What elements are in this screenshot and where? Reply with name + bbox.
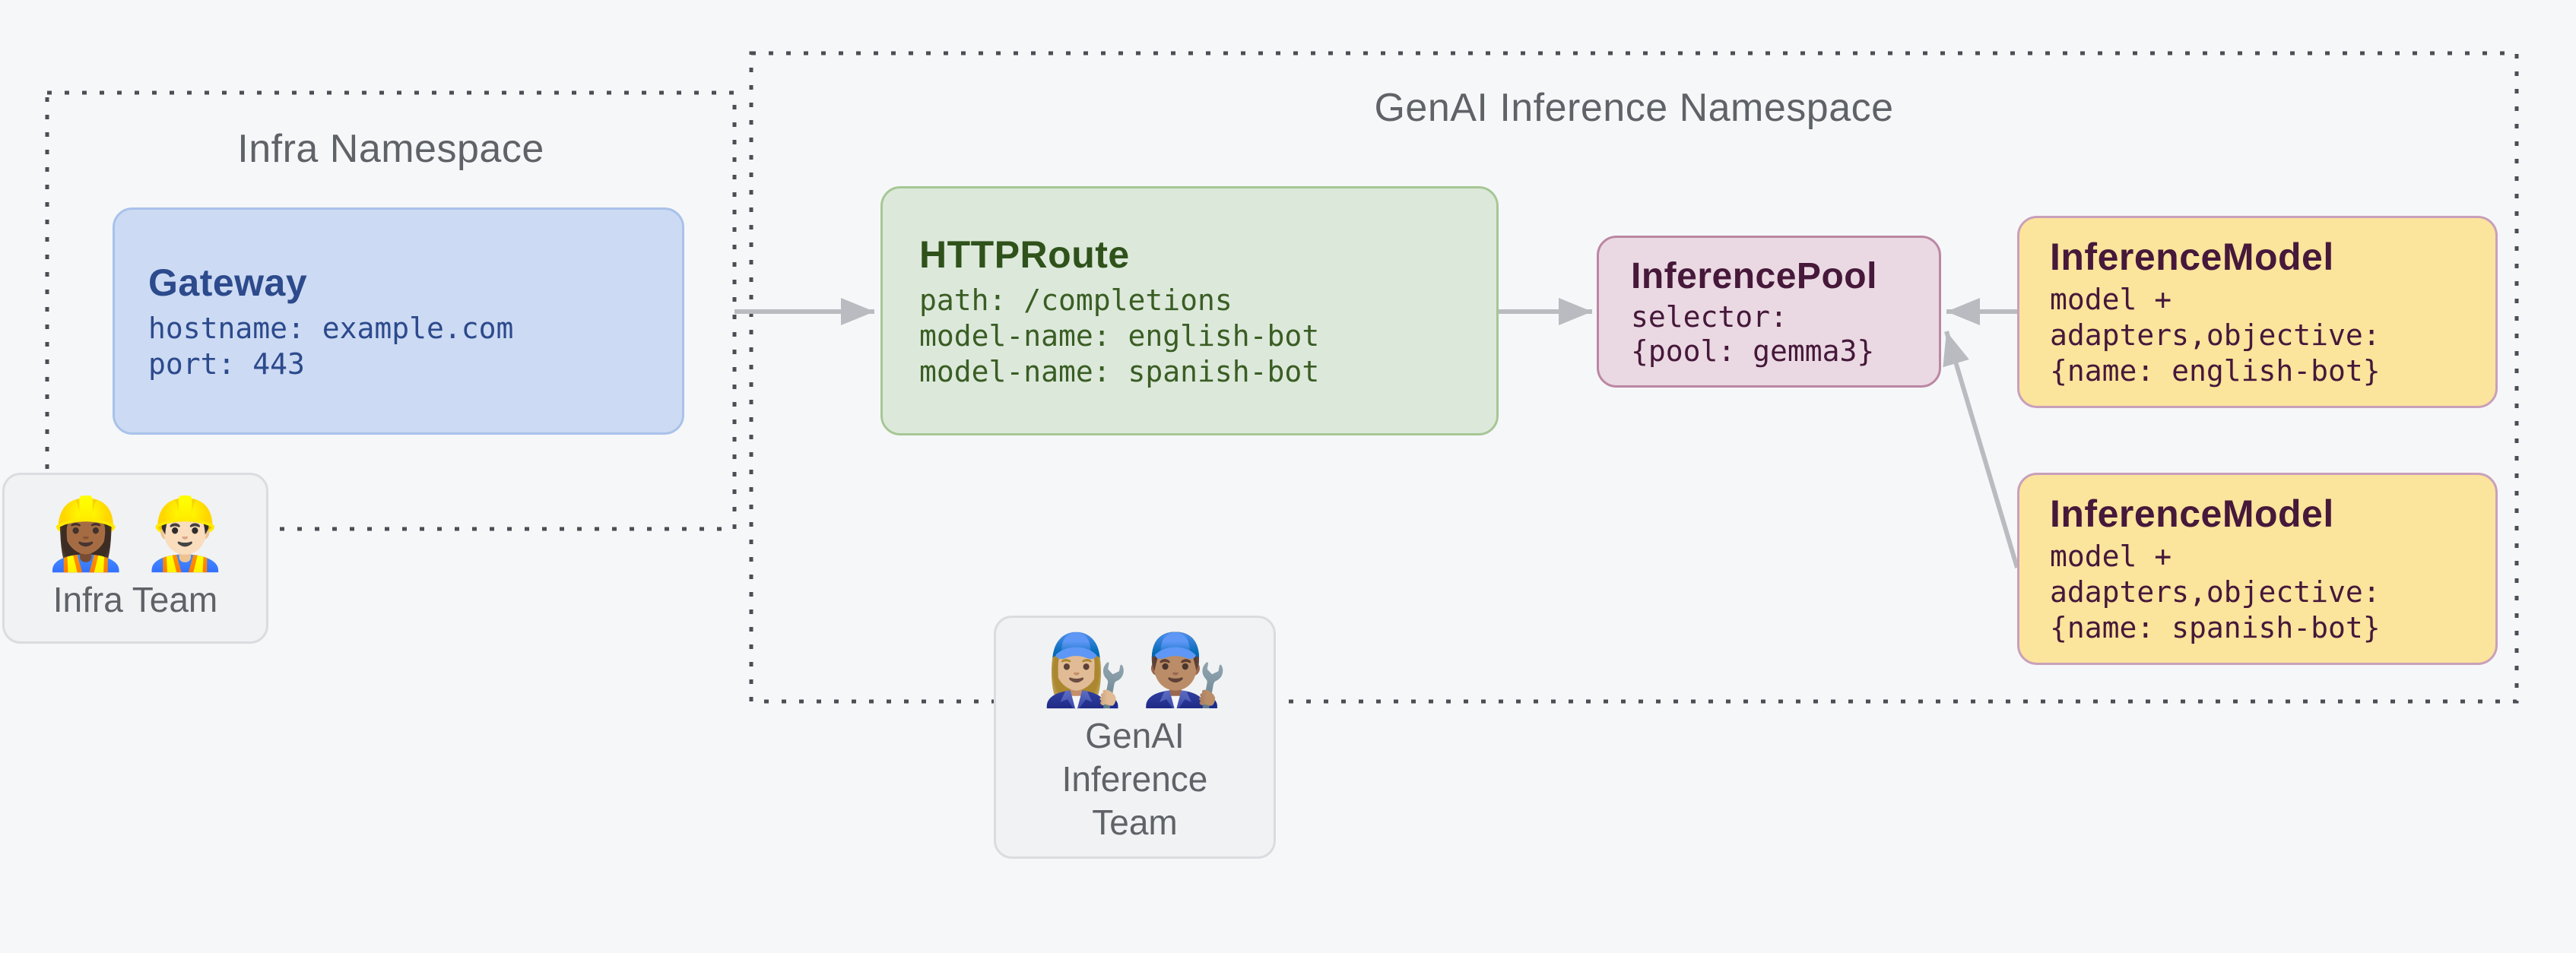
inferencemodel-spanish-title: InferenceModel — [2050, 492, 2334, 535]
infra-team-emoji-row: 👷🏾‍♀️👷🏻‍♂️ — [36, 495, 234, 574]
gateway-title: Gateway — [148, 261, 308, 304]
man-construction-worker-emoji: 👷🏻‍♂️ — [141, 495, 229, 573]
gateway-node: Gateway hostname: example.com port: 443 — [113, 207, 684, 435]
inferencemodel-english-title: InferenceModel — [2050, 236, 2334, 278]
inferencepool-title: InferencePool — [1631, 255, 1877, 296]
httproute-path-line: path: /completions — [919, 283, 1232, 317]
httproute-node: HTTPRoute path: /completions model-name:… — [880, 186, 1499, 435]
infra-namespace-title: Infra Namespace — [237, 127, 544, 171]
inferencemodel-english-model-line: model + — [2050, 283, 2172, 316]
inferencepool-selector-line: selector: — [1631, 299, 1788, 334]
man-mechanic-emoji: 👨🏽‍🔧 — [1140, 631, 1229, 709]
inferencemodel-spanish-node: InferenceModel model + adapters,objectiv… — [2017, 473, 2498, 665]
gateway-port-line: port: 443 — [148, 347, 305, 381]
inferencemodel-english-node: InferenceModel model + adapters,objectiv… — [2017, 216, 2498, 408]
inferencepool-node: InferencePool selector: {pool: gemma3} — [1597, 236, 1941, 388]
httproute-title: HTTPRoute — [919, 233, 1130, 276]
inferencepool-pool-line: {pool: gemma3} — [1631, 334, 1875, 368]
arrow-inferencemodel-spanish-to-inferencepool — [1943, 331, 2019, 568]
genai-namespace-title: GenAI Inference Namespace — [1374, 86, 1894, 130]
genai-inference-team-card: 👩🏼‍🔧👨🏽‍🔧 GenAI Inference Team — [994, 616, 1276, 859]
genai-team-label: GenAI Inference Team — [1061, 715, 1208, 842]
inferencemodel-english-adapters-line: adapters,objective: — [2050, 318, 2381, 352]
inferencemodel-spanish-name-line: {name: spanish-bot} — [2050, 611, 2381, 644]
infra-namespace-border — [45, 90, 737, 531]
httproute-model-spanish-line: model-name: spanish-bot — [919, 354, 1320, 388]
inferencemodel-spanish-model-line: model + — [2050, 540, 2172, 573]
httproute-model-english-line: model-name: english-bot — [919, 318, 1320, 353]
gateway-hostname-line: hostname: example.com — [148, 311, 514, 345]
woman-construction-worker-emoji: 👷🏾‍♀️ — [42, 495, 129, 573]
infra-team-label: Infra Team — [52, 580, 218, 619]
inferencemodel-spanish-adapters-line: adapters,objective: — [2050, 575, 2381, 609]
woman-mechanic-emoji: 👩🏼‍🔧 — [1041, 631, 1129, 709]
inferencemodel-english-name-line: {name: english-bot} — [2050, 354, 2381, 388]
genai-team-emoji-row: 👩🏼‍🔧👨🏽‍🔧 — [1036, 631, 1234, 710]
infra-team-card: 👷🏾‍♀️👷🏻‍♂️ Infra Team — [2, 473, 268, 644]
